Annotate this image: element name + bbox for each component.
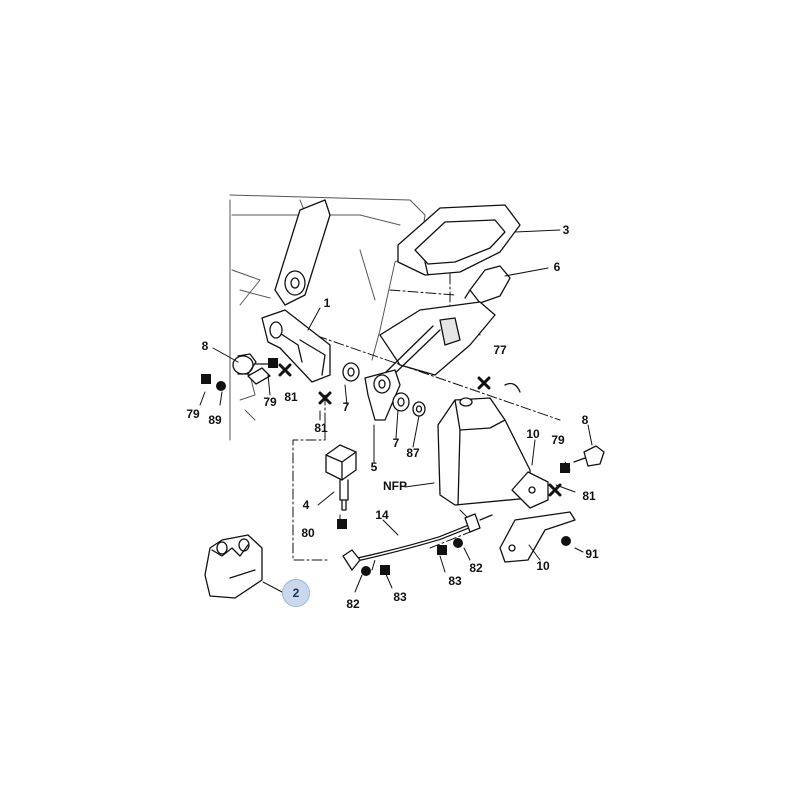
callout-82-a: 82 [346, 597, 360, 611]
bracket-10-upper [511, 471, 549, 509]
circle-symbol [361, 566, 371, 576]
callout-77: 77 [493, 343, 507, 357]
callout-83-b: 83 [393, 590, 407, 604]
bush-right [573, 445, 605, 467]
callout-2: 2 [292, 586, 300, 600]
gear-console [379, 301, 496, 381]
square-symbol [380, 565, 390, 575]
callout-81-a: 81 [284, 390, 298, 404]
callout-79-a: 79 [186, 407, 200, 421]
bush-7 [342, 362, 360, 382]
gaiter-frame [397, 204, 521, 276]
nfp-housing [437, 382, 531, 506]
callout-79-c: 79 [551, 433, 565, 447]
lever-5 [364, 369, 401, 421]
callout-14: 14 [375, 508, 389, 522]
square-symbol [560, 463, 570, 473]
callout-83-a: 83 [448, 574, 462, 588]
callout-81-c: 81 [582, 489, 596, 503]
callout-8-left: 8 [201, 339, 209, 353]
gear-knob [464, 265, 511, 304]
bush-left [232, 353, 273, 375]
callout-4: 4 [302, 498, 310, 512]
callout-91: 91 [585, 547, 599, 561]
callout-87: 87 [406, 446, 420, 460]
callout-80: 80 [301, 526, 315, 540]
callout-5: 5 [370, 460, 378, 474]
callout-3: 3 [562, 223, 570, 237]
callout-79-b: 79 [263, 395, 277, 409]
square-symbol [201, 374, 211, 384]
callout-10-lower: 10 [536, 559, 550, 573]
callout-nfp: NFP [383, 479, 407, 493]
bracket-10-lower [499, 511, 576, 563]
washers [392, 392, 426, 417]
material-symbols [201, 358, 571, 576]
callout-8-right: 8 [581, 413, 589, 427]
selector-bracket [247, 309, 331, 385]
circle-symbol [561, 536, 571, 546]
square-symbol [337, 519, 347, 529]
circle-symbol [216, 381, 226, 391]
callout-1: 1 [323, 296, 331, 310]
square-symbol [437, 545, 447, 555]
cross-symbols [278, 363, 562, 497]
switch-4 [325, 444, 357, 511]
callout-89: 89 [208, 413, 222, 427]
callout-7-b: 7 [392, 436, 400, 450]
callout-81-b: 81 [314, 421, 328, 435]
highlighted-callout-2[interactable]: 2 [282, 579, 310, 607]
bracket-2 [204, 534, 263, 599]
cable-14 [342, 513, 493, 571]
callout-10-upper: 10 [526, 427, 540, 441]
callout-7-a: 7 [342, 400, 350, 414]
callout-82-b: 82 [469, 561, 483, 575]
square-symbol [268, 358, 278, 368]
circle-symbol [453, 538, 463, 548]
callout-6: 6 [553, 260, 561, 274]
upper-lever [274, 199, 331, 306]
